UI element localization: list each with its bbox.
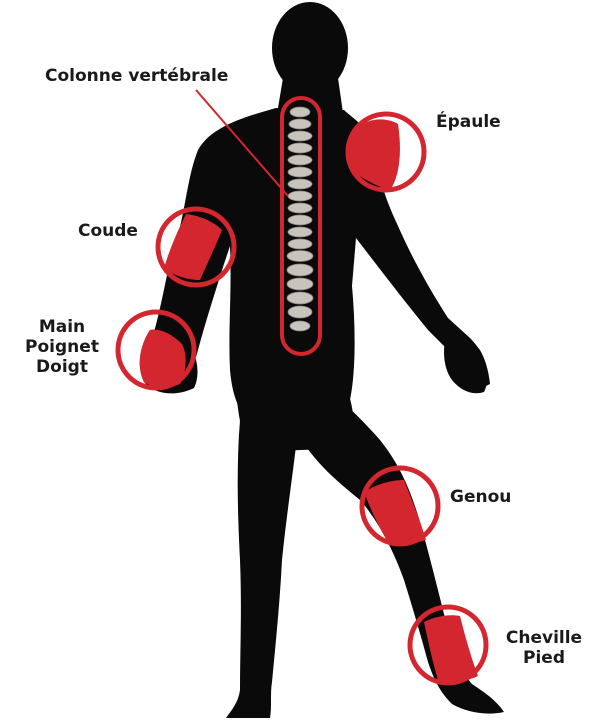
spine-icon (282, 98, 320, 354)
shoulder-marker (348, 114, 424, 190)
ankle-marker (410, 607, 486, 683)
label-cheville: Cheville (498, 628, 590, 648)
label-main: Main (22, 317, 102, 337)
label-colonne: Colonne vertébrale (45, 66, 228, 86)
label-main-poignet-doigt: Main Poignet Doigt (22, 317, 102, 377)
wrist-marker (118, 312, 194, 388)
label-poignet: Poignet (22, 337, 102, 357)
label-genou: Genou (450, 487, 511, 507)
label-cheville-pied: Cheville Pied (498, 628, 590, 668)
label-doigt: Doigt (22, 357, 102, 377)
label-coude: Coude (78, 221, 138, 241)
label-epaule: Épaule (436, 112, 501, 132)
label-pied: Pied (498, 648, 590, 668)
